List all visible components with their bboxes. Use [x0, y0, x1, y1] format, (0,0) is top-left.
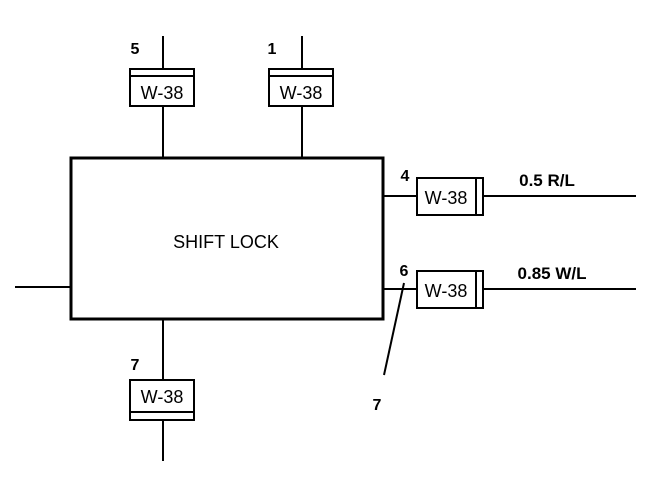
connector-bottom-body — [129, 379, 195, 421]
connector-right-top-label: W-38 — [425, 188, 468, 208]
connector-top-left: W-38 5 — [129, 36, 195, 158]
shift-lock-unit — [69, 156, 385, 321]
connector-top-right-label: W-38 — [280, 83, 323, 103]
connector-bottom: W-38 7 — [129, 319, 195, 461]
connector-bottom-label: W-38 — [141, 387, 184, 407]
shift-lock-label: SHIFT LOCK — [173, 232, 279, 252]
pin-ground: 7 — [373, 397, 382, 414]
connector-right-top-body — [416, 177, 484, 216]
pin-top-left: 5 — [131, 41, 140, 58]
wire-label-right-bottom: 0.85 W/L — [518, 264, 587, 283]
pin-top-right: 1 — [268, 41, 277, 58]
pin-bottom: 7 — [131, 357, 140, 374]
connector-top-right: W-38 1 — [268, 36, 334, 158]
pin-right-top: 4 — [401, 168, 410, 185]
connector-right-top: W-38 4 0.5 R/L — [383, 168, 636, 216]
connector-right-bottom-label: W-38 — [425, 281, 468, 301]
pin-right-bottom: 6 — [400, 263, 409, 280]
connector-top-left-label: W-38 — [141, 83, 184, 103]
connector-right-bottom: W-38 6 0.85 W/L 7 — [373, 263, 636, 414]
leader-line-ground — [383, 282, 405, 376]
wire-label-right-top: 0.5 R/L — [519, 171, 575, 190]
connector-right-bottom-body — [416, 270, 484, 309]
